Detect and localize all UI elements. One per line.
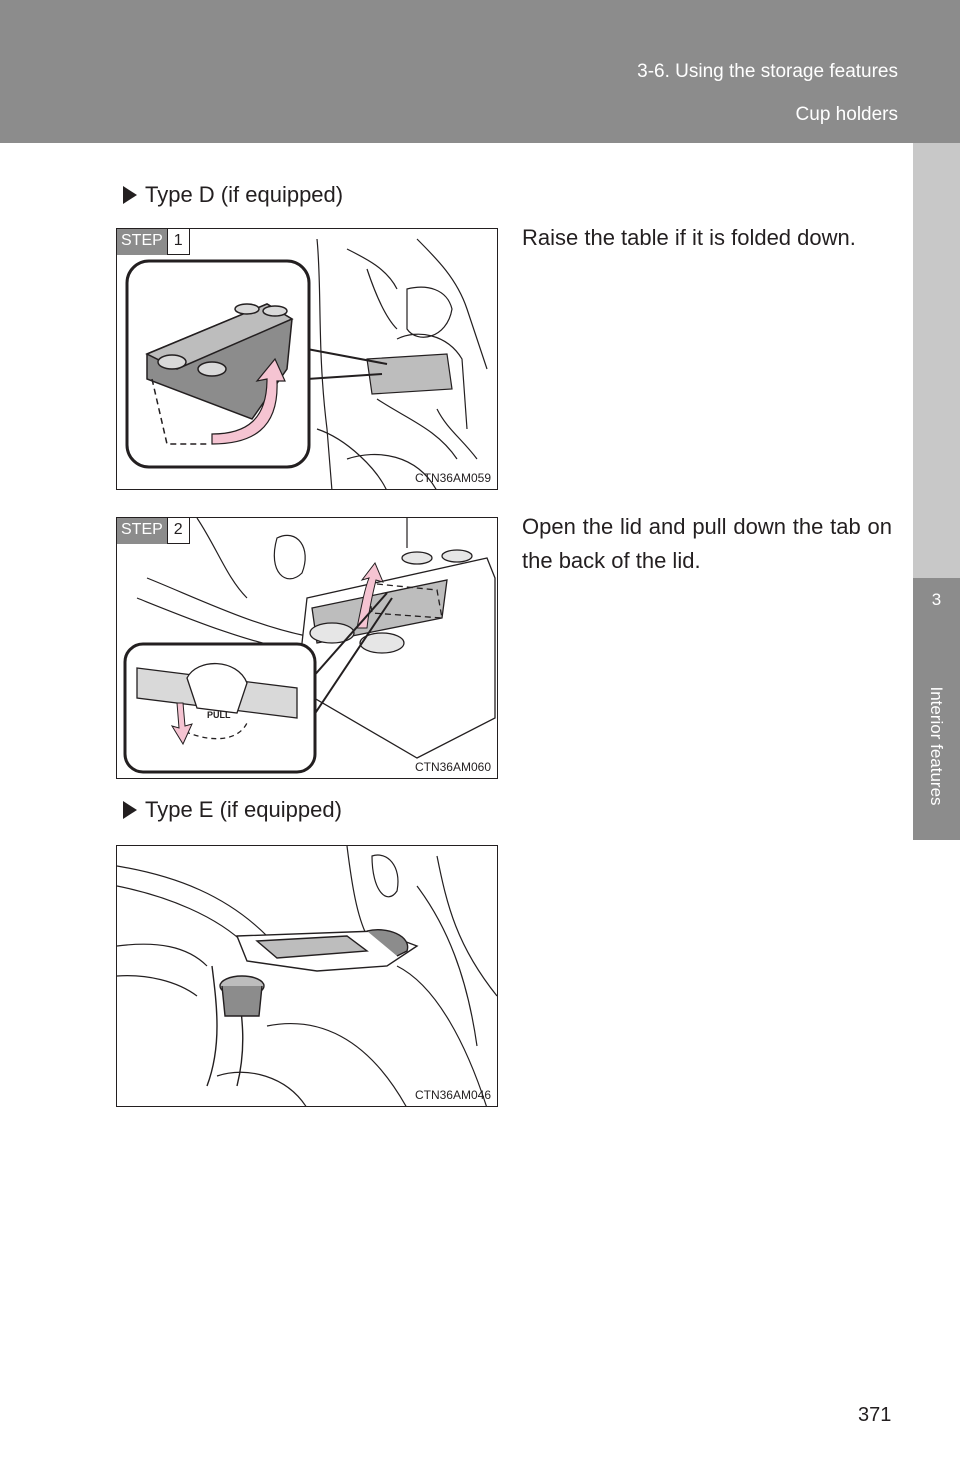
step-number: 2	[166, 518, 190, 544]
chapter-number: 3	[931, 590, 942, 609]
figure-code: CTN36AM046	[414, 1088, 491, 1102]
page-header: 3-6. Using the storage features Cup hold…	[0, 0, 960, 143]
section-title: 3-6. Using the storage features	[637, 61, 898, 82]
step2-instruction: Open the lid and pull down the tab on th…	[522, 514, 892, 573]
step-badge: STEP 2	[117, 518, 190, 544]
triangle-bullet-icon	[123, 186, 137, 204]
type-d-heading-text: Type D (if equipped)	[145, 182, 344, 207]
step-number: 1	[166, 229, 190, 255]
figure-code: CTN36AM060	[414, 760, 491, 774]
side-tab-chapter: 3	[913, 578, 960, 840]
step-label: STEP	[117, 518, 167, 544]
figure-code: CTN36AM059	[414, 471, 491, 485]
step1-instruction: Raise the table if it is folded down.	[522, 225, 856, 250]
pull-label: PULL	[207, 710, 231, 720]
type-e-heading-text: Type E (if equipped)	[145, 797, 342, 822]
step2-figure: PULL STEP 2 CTN36AM060	[116, 517, 498, 779]
side-tab-upper	[913, 143, 960, 578]
step-badge: STEP 1	[117, 229, 190, 255]
pull-tab-illustration: PULL	[123, 518, 496, 774]
chapter-title: Interior features	[927, 686, 946, 806]
step-label: STEP	[117, 229, 167, 255]
page-number: 371	[858, 1404, 892, 1426]
type-e-heading: Type E (if equipped)	[123, 797, 342, 823]
triangle-bullet-icon	[123, 801, 137, 819]
type-e-cupholder-illustration	[117, 846, 497, 1106]
subsection-title: Cup holders	[795, 104, 898, 125]
type-e-figure: CTN36AM046	[116, 845, 498, 1107]
step1-figure: STEP 1 CTN36AM059	[116, 228, 498, 490]
type-d-heading: Type D (if equipped)	[123, 182, 343, 208]
raise-table-illustration	[125, 238, 488, 489]
